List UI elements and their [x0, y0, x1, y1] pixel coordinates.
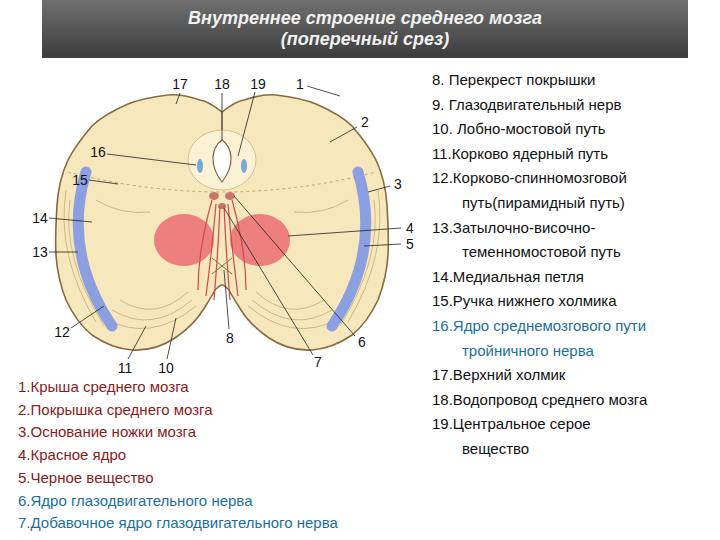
leader — [176, 93, 180, 104]
title: Внутреннее строение среднего мозга (попе… — [165, 8, 565, 50]
title-bar: Внутреннее строение среднего мозга (попе… — [42, 0, 688, 58]
oculomotor-fibers — [198, 200, 246, 300]
leader — [49, 252, 78, 253]
callout-number: 15 — [72, 172, 88, 188]
callout-number: 16 — [90, 144, 106, 160]
key-entry: 12.Корково-спинномозговой путь(пирамидны… — [432, 166, 712, 215]
leader — [89, 180, 118, 184]
leader — [167, 318, 176, 359]
tegmental-decussation — [212, 258, 232, 274]
leader — [234, 196, 355, 336]
leader — [128, 326, 146, 359]
callout-number: 13 — [32, 244, 48, 260]
crus-fibers — [64, 190, 380, 329]
oculomotor-nuclei — [209, 192, 235, 209]
red-nucleus — [230, 214, 290, 266]
key-entry: 6.Ядро глазодвигательного нерва — [18, 490, 448, 513]
key-entry: 4.Красное ядро — [18, 444, 448, 467]
key-entry: 3.Основание ножки мозга — [18, 421, 448, 444]
callout-number: 17 — [172, 76, 188, 92]
substantia-nigra — [78, 172, 112, 326]
nucleus — [225, 192, 235, 200]
leader — [288, 228, 401, 236]
fiber — [294, 200, 348, 213]
leader — [224, 208, 313, 355]
callout-number: 14 — [32, 210, 48, 226]
mesencephalic-nucleus — [241, 159, 247, 173]
leader — [307, 86, 340, 96]
key-column: 8. Перекрест покрышки9. Глазодвигательны… — [432, 68, 720, 462]
fiber — [214, 206, 220, 300]
callout-number: 19 — [250, 76, 266, 92]
leader — [368, 186, 390, 192]
key-entry: 16.Ядро среднемозгового пути тройничного… — [432, 314, 662, 363]
fiber — [232, 200, 246, 290]
fiber — [96, 200, 150, 213]
fiber — [212, 258, 232, 274]
leader-lines — [49, 86, 401, 359]
fiber — [198, 200, 212, 290]
leader — [330, 127, 357, 142]
key-entry: 2.Покрышка среднего мозга — [18, 399, 448, 422]
fiber — [256, 292, 324, 309]
key-entry: 14.Медиальная петля — [432, 265, 720, 290]
callout-number: 10 — [158, 360, 174, 376]
key-entry: 17.Верхний холмик — [432, 363, 720, 388]
callout-number: 12 — [54, 324, 70, 340]
mesencephalic-nucleus — [197, 159, 203, 173]
fiber — [120, 292, 188, 309]
leader — [71, 306, 104, 328]
callout-number: 18 — [214, 76, 230, 92]
key-entry: 13.Затылочно-височно- теменномостовой пу… — [432, 216, 712, 265]
callout-number: 2 — [361, 114, 369, 130]
leader — [364, 244, 401, 246]
leader — [222, 93, 223, 140]
key-entry: 5.Черное вещество — [18, 467, 448, 490]
key-entry: 11.Корково ядерный путь — [432, 142, 720, 167]
key-entry: 15.Ручка нижнего холмика — [432, 289, 720, 314]
callout-number: 3 — [394, 176, 402, 192]
key-entry: 18.Водопровод среднего мозга — [432, 388, 652, 413]
leader — [224, 270, 229, 329]
fiber — [212, 258, 232, 274]
key-entry: 8. Перекрест покрышки — [432, 68, 720, 93]
key-entry: 1.Крыша среднего мозга — [18, 376, 448, 399]
fiber — [112, 300, 192, 320]
key-column: 1.Крыша среднего мозга2.Покрышка среднег… — [18, 376, 448, 535]
callout-number: 1 — [296, 76, 304, 92]
leader — [238, 92, 255, 156]
fiber — [252, 300, 332, 320]
callout-number: 7 — [314, 354, 322, 370]
callout-number: 6 — [358, 334, 366, 350]
nucleus — [209, 192, 219, 200]
callout-number: 8 — [226, 330, 234, 346]
key-entry: 7.Добавочное ядро глазодвигательного нер… — [18, 512, 448, 535]
callout-number: 11 — [118, 360, 133, 376]
red-nucleus — [154, 214, 214, 266]
key-entry: 19.Центральное серое вещество — [432, 412, 657, 461]
key-entry: 9. Глазодвигательный нерв — [432, 93, 720, 118]
callout-number: 5 — [406, 236, 414, 252]
callout-number: 4 — [406, 220, 414, 236]
key-entry: 10. Лобно-мостовой путь — [432, 117, 720, 142]
leader — [107, 154, 196, 165]
nucleus — [218, 203, 226, 209]
aqueduct — [213, 140, 231, 182]
substantia-nigra — [332, 172, 366, 326]
leader — [49, 218, 92, 222]
